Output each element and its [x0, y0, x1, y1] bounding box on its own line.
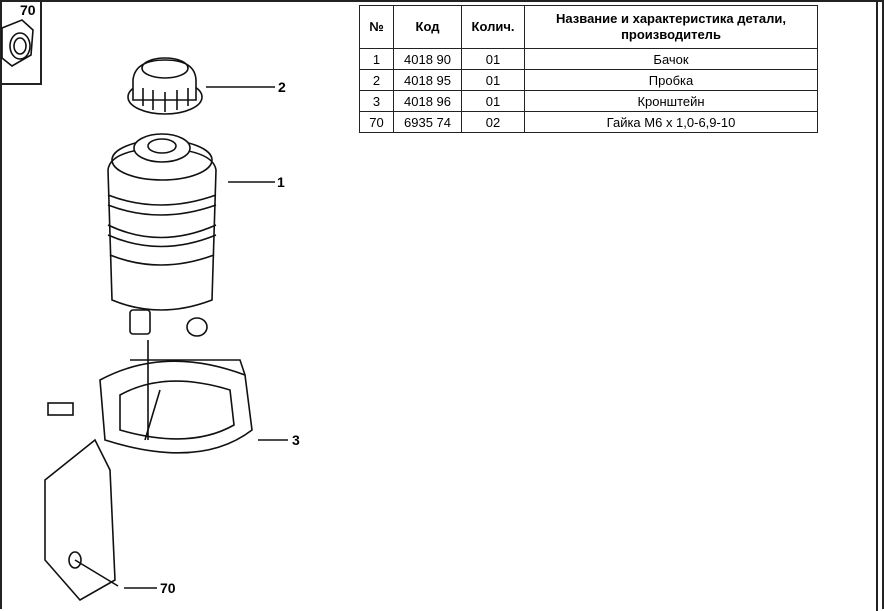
cap-drawing [127, 57, 275, 115]
bracket-drawing [44, 340, 288, 602]
table-row: 1 4018 90 01 Бачок [359, 48, 818, 70]
callout-3: 3 [292, 432, 300, 448]
cell-number: 3 [359, 90, 394, 112]
cell-code: 4018 90 [393, 48, 462, 70]
callout-1: 1 [277, 174, 285, 190]
cell-quantity: 01 [461, 69, 525, 91]
cell-name: Гайка М6 x 1,0-6,9-10 [524, 111, 818, 133]
header-name: Название и характеристика детали, произв… [524, 5, 818, 49]
table-header-row: № Код Колич. Название и характеристика д… [359, 5, 818, 49]
nut-inset: 70 [0, 0, 42, 85]
table-row: 2 4018 95 01 Пробка [359, 69, 818, 91]
callout-2: 2 [278, 79, 286, 95]
header-quantity: Колич. [461, 5, 525, 49]
nut-icon [1, 19, 34, 67]
cell-number: 1 [359, 48, 394, 70]
cell-quantity: 01 [461, 90, 525, 112]
cell-quantity: 01 [461, 48, 525, 70]
cell-number: 2 [359, 69, 394, 91]
callout-70: 70 [160, 580, 176, 596]
inset-label: 70 [20, 2, 36, 18]
cell-name: Пробка [524, 69, 818, 91]
table-row: 70 6935 74 02 Гайка М6 x 1,0-6,9-10 [359, 111, 818, 133]
page-border [876, 0, 878, 611]
cell-quantity: 02 [461, 111, 525, 133]
cell-name: Бачок [524, 48, 818, 70]
cell-name: Кронштейн [524, 90, 818, 112]
cell-code: 6935 74 [393, 111, 462, 133]
parts-table: № Код Колич. Название и характеристика д… [359, 5, 818, 133]
header-code: Код [393, 5, 462, 49]
table-row: 3 4018 96 01 Кронштейн [359, 90, 818, 112]
reservoir-drawing [107, 133, 275, 337]
cell-code: 4018 95 [393, 69, 462, 91]
cell-number: 70 [359, 111, 394, 133]
header-number: № [359, 5, 394, 49]
cell-code: 4018 96 [393, 90, 462, 112]
